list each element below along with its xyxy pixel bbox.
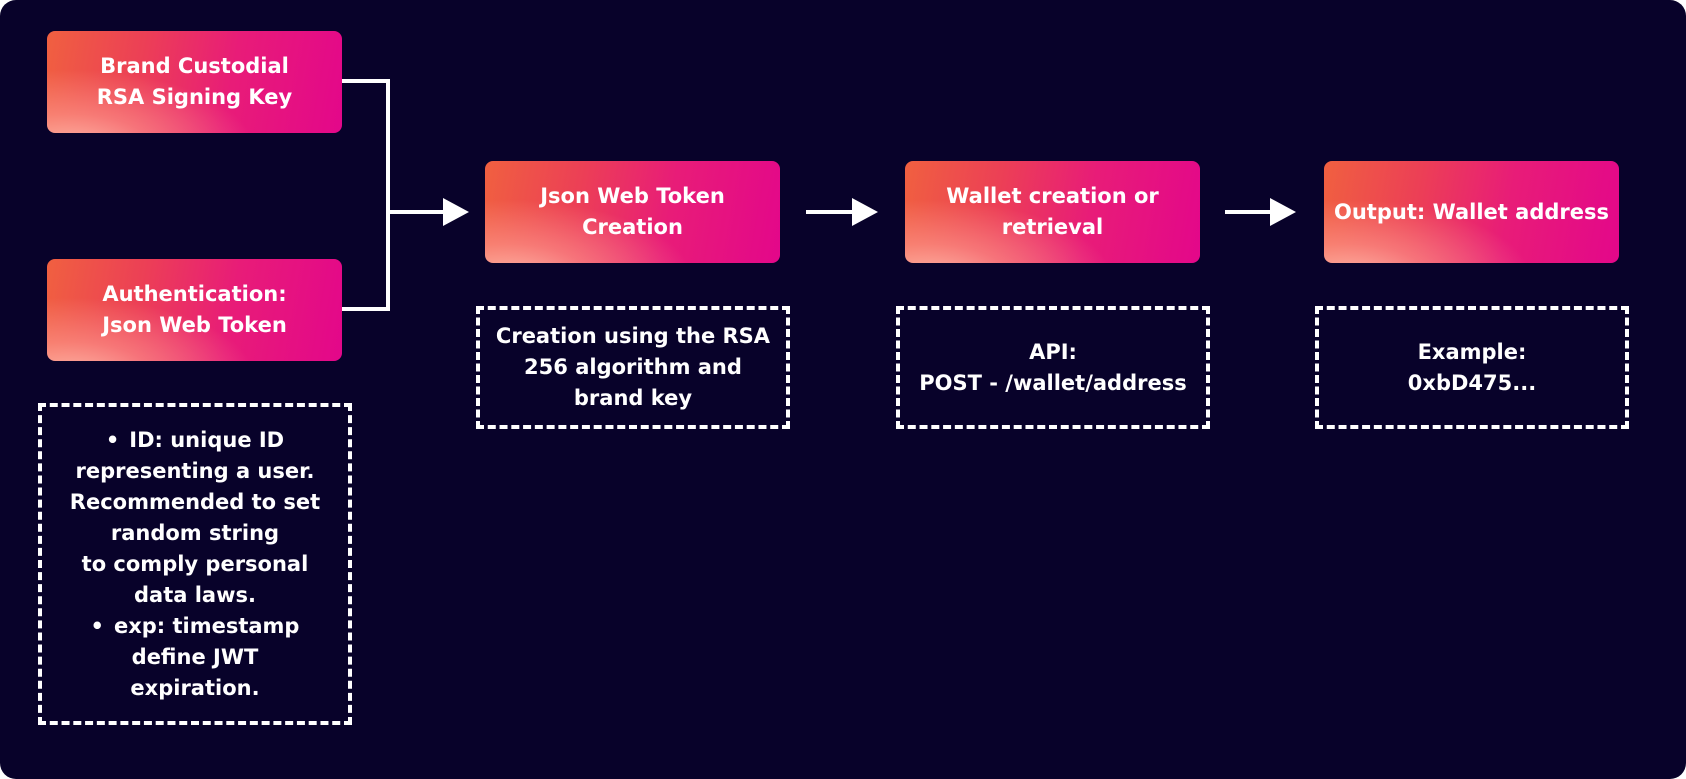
- note-authentication-fields: • ID: unique ID representing a user. Reco…: [38, 403, 352, 725]
- node-jwt-creation-line-2: Creation: [582, 215, 683, 239]
- arrowhead-to-jwt-creation: [443, 198, 469, 226]
- node-output-wallet-address: Output: Wallet address: [1324, 161, 1619, 263]
- note-auth-bullet-exp-line-2: define JWT: [131, 644, 259, 669]
- note-wallet-api: API: POST - /wallet/address: [896, 306, 1210, 429]
- note-auth-bullet-id-line-1: ID: unique ID: [129, 427, 285, 452]
- arrowhead-to-wallet: [852, 198, 878, 226]
- note-auth-bullet-id-line-5: to comply personal: [81, 551, 309, 576]
- note-auth-bullet-id-line-2: representing a user.: [75, 458, 315, 483]
- note-jwt-creation-line-1: Creation using the RSA: [495, 324, 771, 348]
- note-output-example-line-1: Example:: [1417, 339, 1527, 364]
- connector-auth-jwt: [340, 212, 390, 311]
- node-wallet-creation: Wallet creation or retrieval: [905, 161, 1200, 263]
- arrowhead-to-output: [1270, 198, 1296, 226]
- note-output-example-line-2: 0xbD475...: [1407, 370, 1537, 395]
- note-output-example: Example: 0xbD475...: [1315, 306, 1629, 429]
- node-wallet-creation-line-1: Wallet creation or: [946, 184, 1159, 208]
- note-auth-bullet-id-line-3: Recommended to set: [69, 489, 321, 514]
- node-jwt-creation-line-1: Json Web Token: [540, 184, 725, 208]
- note-auth-bullet-exp-line-1: exp: timestamp: [113, 613, 300, 638]
- note-auth-bullet-exp-line-3: expiration.: [130, 675, 260, 700]
- node-brand-signing-key-line-1: Brand Custodial: [100, 54, 289, 78]
- note-auth-bullet-id: • ID: unique ID: [70, 425, 320, 456]
- note-wallet-api-line-2: POST - /wallet/address: [919, 370, 1187, 395]
- node-brand-signing-key: Brand Custodial RSA Signing Key: [47, 31, 342, 133]
- node-brand-signing-key-line-2: RSA Signing Key: [96, 85, 293, 109]
- node-jwt-creation: Json Web Token Creation: [485, 161, 780, 263]
- node-authentication-jwt-line-1: Authentication:: [102, 282, 287, 306]
- note-auth-bullet-exp: • exp: timestamp: [70, 611, 320, 642]
- note-jwt-creation-line-3: brand key: [573, 386, 693, 410]
- note-jwt-creation: Creation using the RSA 256 algorithm and…: [476, 306, 790, 429]
- node-output-wallet-address-line-1: Output: Wallet address: [1334, 199, 1609, 224]
- note-jwt-creation-line-2: 256 algorithm and: [524, 355, 742, 379]
- bullet-icon: •: [105, 427, 120, 452]
- node-wallet-creation-line-2: retrieval: [1001, 215, 1104, 239]
- connector-signing-key: [340, 79, 390, 212]
- node-authentication-jwt: Authentication: Json Web Token: [47, 259, 342, 361]
- bullet-icon: •: [90, 613, 104, 638]
- note-auth-bullet-id-line-4: random string: [110, 520, 280, 545]
- node-authentication-jwt-line-2: Json Web Token: [102, 313, 287, 337]
- note-wallet-api-line-1: API:: [1029, 339, 1077, 364]
- note-auth-bullet-id-line-6: data laws.: [134, 582, 256, 607]
